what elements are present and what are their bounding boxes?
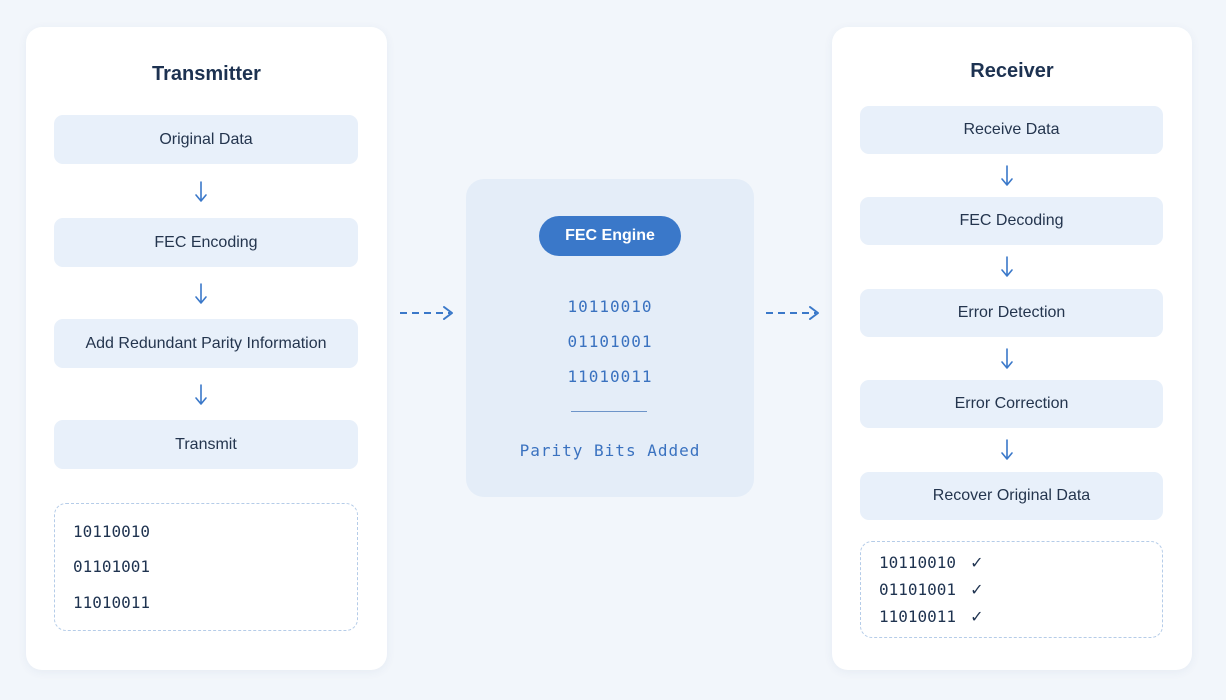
dashed-arrow-right-icon: [766, 306, 819, 320]
step-recover-data: Recover Original Data: [860, 472, 1163, 520]
arrow-down-icon: [194, 181, 208, 203]
arrow-down-icon: [1000, 439, 1014, 461]
receiver-panel: Receiver Receive Data FEC Decoding Error…: [832, 27, 1192, 670]
arrow-down-icon: [1000, 348, 1014, 370]
parity-caption: Parity Bits Added: [519, 441, 701, 460]
dashed-arrow-right-icon: [400, 306, 453, 320]
recovered-bits-row: 10110010 ✓: [879, 553, 983, 572]
recovered-bits: 01101001: [879, 580, 957, 599]
arrow-down-icon: [194, 384, 208, 406]
transmitter-title: Transmitter: [152, 63, 261, 85]
step-error-correction: Error Correction: [860, 380, 1163, 428]
arrow-down-icon: [194, 283, 208, 305]
check-icon: ✓: [970, 553, 984, 572]
data-bits-line: 10110010: [73, 522, 151, 541]
check-icon: ✓: [970, 607, 984, 626]
fec-engine-badge: FEC Engine: [539, 216, 681, 256]
encoded-bits-line: 10110010: [567, 297, 653, 316]
arrow-down-icon: [1000, 165, 1014, 187]
fec-engine-box: FEC Engine 10110010 01101001 11010011 Pa…: [466, 179, 754, 497]
step-fec-decoding: FEC Decoding: [860, 197, 1163, 245]
encoded-bits-line: 11010011: [567, 367, 653, 386]
check-icon: ✓: [970, 580, 984, 599]
recovered-bits: 11010011: [879, 607, 957, 626]
step-receive-data: Receive Data: [860, 106, 1163, 154]
arrow-down-icon: [1000, 256, 1014, 278]
step-error-detection: Error Detection: [860, 289, 1163, 337]
recovered-data-box: 10110010 ✓ 01101001 ✓ 11010011 ✓: [860, 541, 1163, 638]
transmitter-panel: Transmitter Original Data FEC Encoding A…: [26, 27, 387, 670]
encoded-bits-line: 01101001: [567, 332, 653, 351]
transmitter-data-box: 10110010 01101001 11010011: [54, 503, 358, 631]
data-bits-line: 01101001: [73, 557, 151, 576]
step-fec-encoding: FEC Encoding: [54, 218, 358, 267]
receiver-title: Receiver: [970, 60, 1054, 82]
separator-line: [571, 411, 647, 412]
recovered-bits-row: 01101001 ✓: [879, 580, 983, 599]
data-bits-line: 11010011: [73, 593, 151, 612]
step-add-parity: Add Redundant Parity Information: [54, 319, 358, 368]
recovered-bits-row: 11010011 ✓: [879, 607, 983, 626]
step-transmit: Transmit: [54, 420, 358, 469]
recovered-bits: 10110010: [879, 553, 957, 572]
step-original-data: Original Data: [54, 115, 358, 164]
